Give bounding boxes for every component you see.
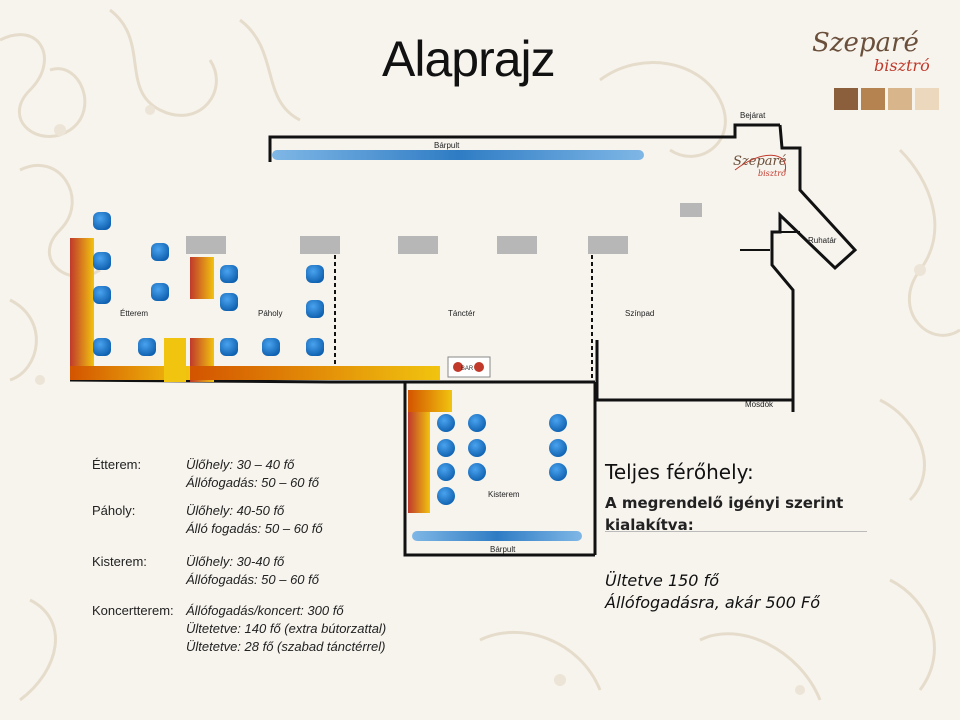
label-szinpad: Színpad [625, 309, 654, 318]
table [262, 338, 280, 356]
divider [605, 531, 867, 532]
kisterem-bar-counter [412, 531, 582, 541]
table [151, 243, 169, 261]
capacity-line: Ülőhely: 40-50 fő [186, 503, 285, 518]
brand-logo: Szeparé bisztró [808, 28, 939, 118]
table [151, 283, 169, 301]
tables [93, 212, 324, 356]
logo-swatches [834, 88, 939, 110]
walls [69, 123, 858, 557]
table [93, 252, 111, 270]
table [93, 212, 111, 230]
logo-swatch [915, 88, 939, 110]
logo-brand-text: Szeparé [812, 28, 919, 58]
capacity-line: Állófogadás/koncert: 300 fő [186, 603, 344, 618]
logo-swatch [861, 88, 885, 110]
room-name: Páholy: [92, 503, 136, 518]
table [549, 414, 567, 432]
capacity-line: Ültetetve: 140 fő (extra bútorzattal) [186, 621, 387, 636]
table [93, 286, 111, 304]
logo-swatch [834, 88, 858, 110]
inner-walls [334, 231, 800, 380]
plan-logo-mark: Szeparé bisztró [733, 154, 787, 178]
room-name: Étterem: [92, 457, 142, 472]
label-tancter: Tánctér [448, 309, 475, 318]
table [220, 293, 238, 311]
label-paholy: Páholy [258, 309, 282, 318]
total-capacity-summary: Ültetve 150 fő Állófogadásra, akár 500 F… [605, 570, 820, 614]
label-barpult-bottom: Bárpult [490, 545, 516, 554]
kisterem-tables [437, 414, 567, 505]
room-name: Kisterem: [92, 554, 147, 569]
capacity-line: Ülőhely: 30 – 40 fő [186, 457, 295, 472]
main-bar-counter [272, 150, 644, 160]
label-bejarat: Bejárat [740, 111, 766, 120]
table [468, 414, 486, 432]
table [220, 338, 238, 356]
page-title: Alaprajz [382, 31, 556, 87]
table [468, 439, 486, 457]
svg-text:bisztró: bisztró [758, 169, 786, 178]
table [306, 338, 324, 356]
table [437, 439, 455, 457]
svg-text:BAR: BAR [461, 366, 474, 372]
pillars [186, 203, 702, 254]
table [549, 463, 567, 481]
label-kisterem: Kisterem [488, 490, 520, 499]
total-capacity-subtitle: A megrendelő igényi szerint kialakítva: [605, 494, 844, 534]
counters [70, 238, 452, 513]
svg-text:Szeparé: Szeparé [733, 154, 787, 169]
table [220, 265, 238, 283]
table [437, 414, 455, 432]
logo-sub-text: bisztró [874, 56, 930, 75]
room-name: Koncertterem: [92, 603, 174, 618]
table [468, 463, 486, 481]
table [306, 300, 324, 318]
total-capacity-title: Teljes férőhely: [605, 460, 754, 484]
table [138, 338, 156, 356]
capacity-line: Állófogadás: 50 – 60 fő [186, 572, 319, 587]
bar-stools: BAR [447, 356, 491, 378]
capacity-line: Ültetetve: 28 fő (szabad tánctérrel) [186, 639, 386, 654]
table [437, 463, 455, 481]
label-etterem: Étterem [120, 309, 148, 318]
logo-swatch [888, 88, 912, 110]
seated-capacity: Ültetve 150 fő [605, 571, 719, 590]
label-mosdok: Mosdók [745, 400, 774, 409]
standing-capacity: Állófogadásra, akár 500 Fő [605, 593, 821, 612]
capacity-line: Ülőhely: 30-40 fő [186, 554, 285, 569]
label-barpult-top: Bárpult [434, 141, 460, 150]
table [437, 487, 455, 505]
table [306, 265, 324, 283]
capacity-line: Álló fogadás: 50 – 60 fő [186, 521, 323, 536]
label-ruhatar: Ruhatár [808, 236, 837, 245]
table [549, 439, 567, 457]
table [93, 338, 111, 356]
capacity-line: Állófogadás: 50 – 60 fő [186, 475, 319, 490]
